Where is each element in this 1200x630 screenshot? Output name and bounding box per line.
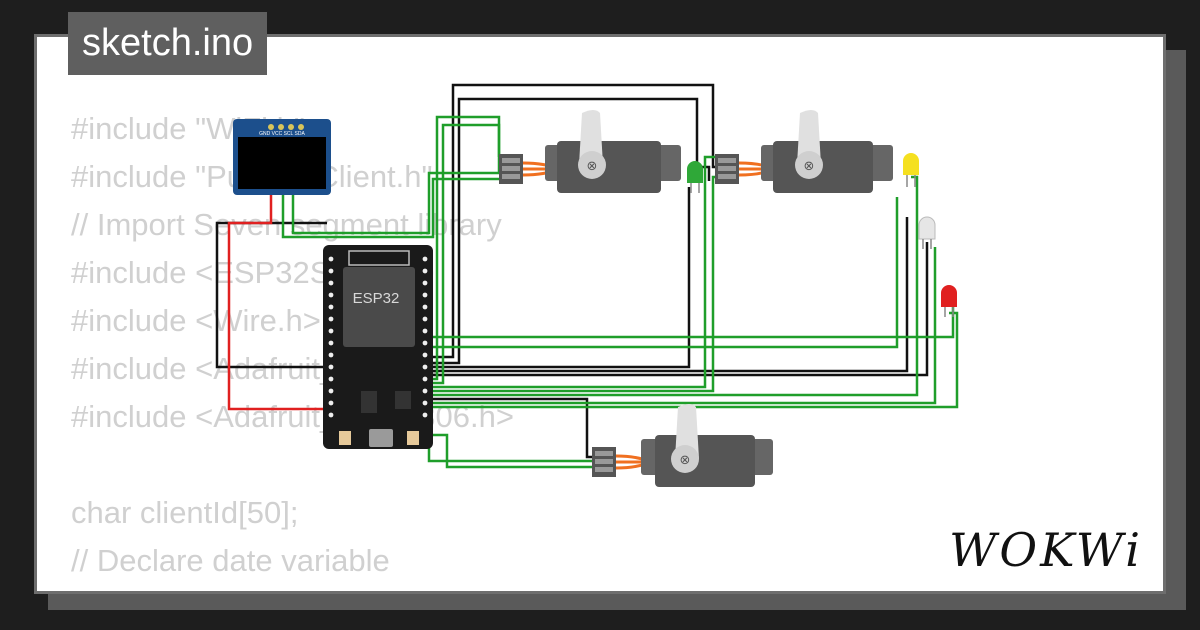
preview-card: #include "WiFi.h" #include "PubSubClient…	[34, 34, 1166, 594]
wire	[433, 247, 937, 405]
oled-pin-labels: GND VCC SCL SDA	[259, 131, 305, 137]
wire	[281, 137, 499, 239]
wire	[433, 217, 909, 373]
wokwi-logo: WOKWi	[949, 523, 1143, 577]
servo-motor: ⊗	[592, 404, 773, 487]
wire	[433, 175, 919, 397]
file-title: sketch.ino	[68, 12, 268, 75]
wire	[215, 221, 327, 369]
wire	[433, 97, 711, 365]
card-shadow-bottom	[48, 594, 1186, 610]
servo-motor: ⊗	[715, 110, 893, 193]
led-green	[687, 161, 703, 193]
svg-text:⊗: ⊗	[680, 453, 691, 468]
svg-text:⊗: ⊗	[804, 159, 815, 174]
servo-motor: ⊗	[499, 110, 681, 193]
code-line: // Declare date variable	[71, 543, 390, 578]
wire	[427, 427, 595, 463]
wire	[291, 137, 505, 235]
led-white	[918, 216, 936, 249]
card-shadow-right	[1166, 50, 1186, 610]
wire	[433, 197, 899, 349]
code-line: char clientId[50];	[71, 495, 299, 530]
code-preview: #include "WiFi.h" #include "PubSubClient…	[71, 105, 514, 591]
led-red	[941, 285, 957, 317]
wire	[433, 175, 717, 393]
circuit-diagram: GND VCC SCL SDA ESP32	[215, 83, 959, 487]
oled-display: GND VCC SCL SDA	[233, 119, 331, 195]
wire	[433, 187, 691, 369]
wire	[433, 433, 595, 469]
wire	[433, 311, 959, 409]
svg-text:⊗: ⊗	[587, 159, 598, 174]
esp32-label: ESP32	[353, 290, 400, 307]
wire	[433, 242, 929, 377]
esp32-board: ESP32	[323, 245, 433, 449]
led-yellow	[903, 153, 919, 187]
wire	[433, 307, 955, 339]
wire	[433, 155, 717, 389]
